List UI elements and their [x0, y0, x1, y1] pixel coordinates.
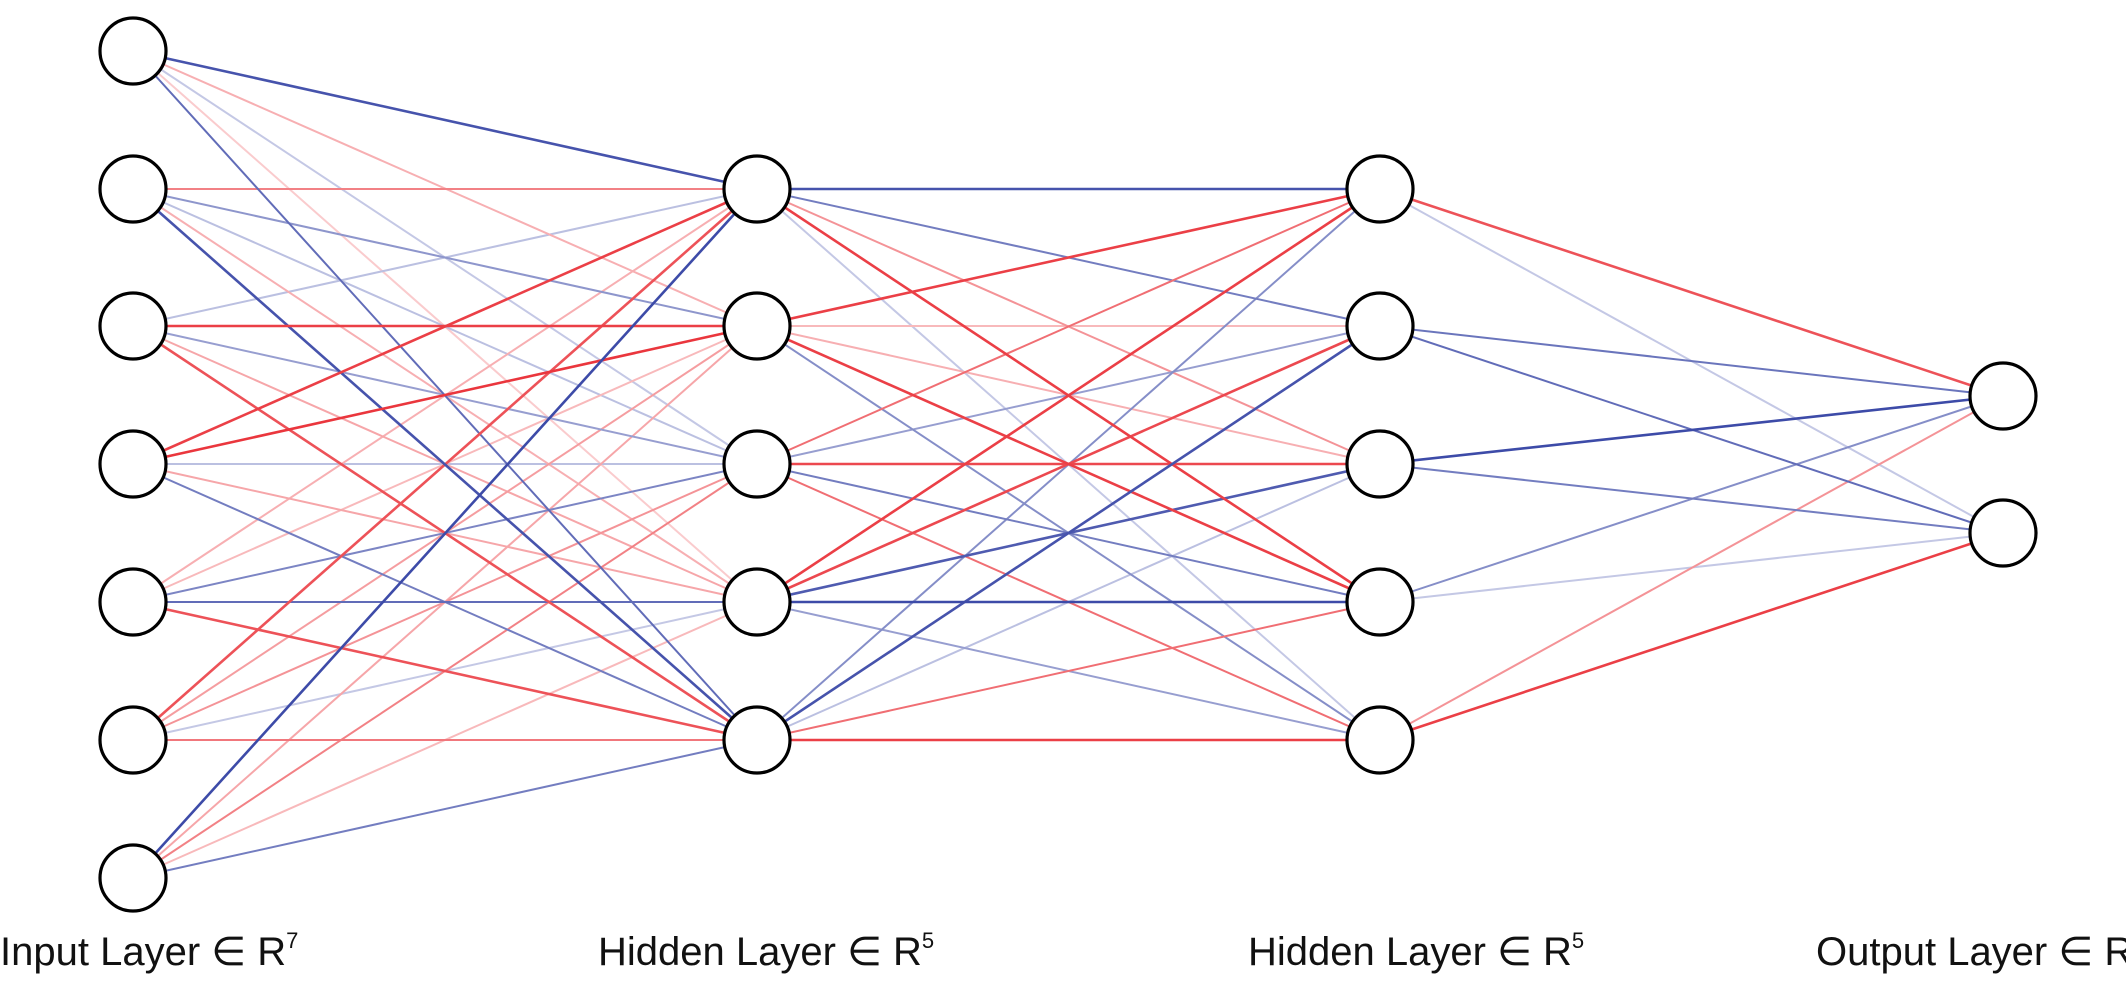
hidden-layer-1-label: Hidden Layer ∈ R5 — [598, 930, 934, 974]
input-node-7 — [98, 843, 168, 913]
output-node-2 — [1968, 498, 2038, 568]
input-node-6 — [98, 705, 168, 775]
edge-hidden1-2-to-hidden2-1 — [756, 187, 1381, 328]
input-node-1 — [98, 16, 168, 86]
input-layer-dim: 7 — [286, 928, 299, 953]
hidden-layer-1-dim: 5 — [921, 928, 935, 953]
edge-input-5-to-hidden1-5 — [132, 600, 758, 742]
edge-hidden1-5-to-hidden2-4 — [756, 601, 1381, 741]
hidden1-node-1 — [722, 154, 792, 224]
hidden2-node-3 — [1345, 429, 1415, 499]
edge-input-2-to-hidden1-5 — [132, 188, 758, 741]
output-layer-label: Output Layer ∈ R2 — [1816, 932, 2126, 972]
edge-input-7-to-hidden1-5 — [132, 739, 758, 879]
hidden1-node-3 — [722, 429, 792, 499]
output-node-1 — [1968, 361, 2038, 431]
input-layer-space: R — [257, 930, 287, 974]
edge-hidden2-5-to-output-2 — [1379, 531, 2004, 742]
output-layer-space: R — [2104, 930, 2126, 974]
hidden-layer-1-name: Hidden Layer — [598, 930, 836, 974]
input-node-3 — [98, 291, 168, 361]
hidden2-node-5 — [1345, 705, 1415, 775]
hidden-layer-2-label: Hidden Layer ∈ R5 — [1248, 930, 1584, 974]
edge-hidden2-5-to-output-1 — [1379, 395, 2004, 741]
hidden1-node-5 — [722, 705, 792, 775]
edge-input-1-to-hidden1-1 — [132, 49, 758, 191]
hidden-layer-2-symbol: ∈ — [1497, 930, 1532, 974]
edge-input-4-to-hidden1-2 — [132, 324, 758, 466]
hidden2-node-1 — [1345, 154, 1415, 224]
hidden-layer-2-name: Hidden Layer — [1248, 930, 1486, 974]
hidden-layer-1-symbol: ∈ — [847, 930, 882, 974]
input-layer-name: Input Layer — [0, 930, 201, 974]
connection-edges — [132, 49, 2004, 879]
edge-hidden2-1-to-output-1 — [1379, 187, 2004, 398]
hidden-layer-2-dim: 5 — [1571, 928, 1585, 953]
input-node-2 — [98, 154, 168, 224]
output-layer-symbol: ∈ — [2058, 930, 2094, 974]
input-node-4 — [98, 429, 168, 499]
edge-hidden1-3-to-hidden2-1 — [756, 188, 1381, 465]
hidden1-node-4 — [722, 567, 792, 637]
input-layer-label: Input Layer ∈ R7 — [0, 930, 298, 974]
input-layer-symbol: ∈ — [211, 930, 247, 974]
input-node-5 — [98, 567, 168, 637]
edge-hidden1-2-to-hidden2-4 — [756, 324, 1381, 604]
edge-hidden1-5-to-hidden2-2 — [756, 324, 1381, 742]
edge-hidden2-2-to-output-1 — [1379, 325, 2004, 397]
edge-hidden2-3-to-output-2 — [1379, 463, 2004, 534]
hidden1-node-2 — [722, 291, 792, 361]
edge-hidden2-3-to-output-1 — [1379, 394, 2004, 466]
hidden2-node-4 — [1345, 567, 1415, 637]
output-layer-name: Output Layer — [1816, 930, 2048, 974]
neuron-nodes — [98, 16, 2038, 913]
hidden-layer-2-space: R — [1543, 930, 1572, 974]
edge-hidden1-4-to-hidden2-1 — [756, 187, 1381, 604]
hidden-layer-1-space: R — [893, 930, 922, 974]
edge-input-4-to-hidden1-1 — [132, 187, 758, 466]
edge-input-7-to-hidden1-1 — [132, 188, 758, 879]
hidden2-node-2 — [1345, 291, 1415, 361]
